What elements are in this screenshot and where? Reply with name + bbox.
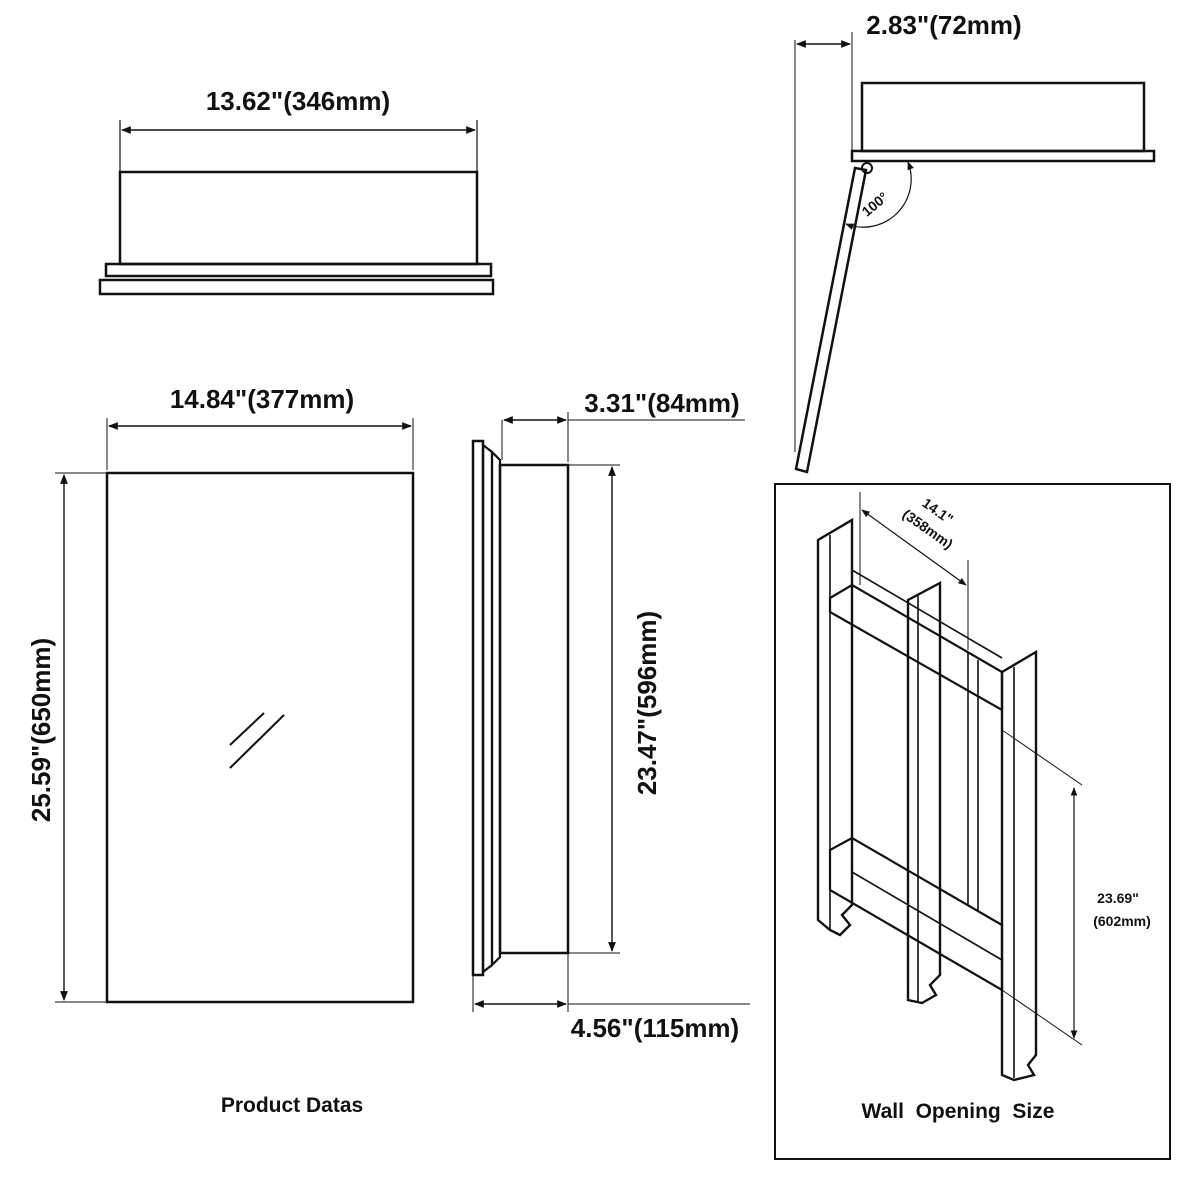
side-frame-step xyxy=(490,449,502,968)
side-body xyxy=(498,463,570,955)
hinge-body xyxy=(860,81,1146,153)
product-caption: Product Datas xyxy=(221,1094,363,1117)
side-door-panel xyxy=(471,439,485,977)
hinge-frame xyxy=(850,149,1156,163)
wall-stud-right xyxy=(1000,649,1038,1082)
side-view: 3.31"(84mm) 23.47"(596mm) 4.56"(115mm) xyxy=(471,388,750,1043)
hinge-angle-arc xyxy=(845,161,914,230)
hinge-view: 2.83"(72mm) 100° xyxy=(794,10,1156,474)
wall-opening-border xyxy=(774,483,1171,1160)
wall-width-dimension xyxy=(861,509,967,586)
mirror-glare-line xyxy=(229,712,265,746)
mirror-door xyxy=(105,471,415,1004)
top-view: 13.62"(346mm) xyxy=(98,86,495,296)
wall-header-upper xyxy=(828,583,1004,712)
hinge-pivot xyxy=(861,162,873,174)
wall-opening-panel: 14.1" (358mm) 23.69" (602mm) Wall Openin… xyxy=(774,483,1171,1160)
top-frame-outer xyxy=(98,278,495,296)
hinge-angle-label: 100° xyxy=(859,189,891,220)
side-frame-profile xyxy=(481,442,494,975)
wall-header-lower xyxy=(828,836,1004,992)
side-frame-depth-label: 3.31"(84mm) xyxy=(584,388,739,418)
top-frame-inner xyxy=(104,262,493,278)
wall-caption: Wall Opening Size xyxy=(862,1100,1055,1123)
wall-height-label-mm: (602mm) xyxy=(1093,913,1151,929)
hinge-door-open xyxy=(794,166,868,474)
top-width-label: 13.62"(346mm) xyxy=(206,86,390,116)
mirror-glare-line xyxy=(229,714,285,769)
front-height-label: 25.59"(650mm) xyxy=(26,638,56,822)
hinge-depth-label: 2.83"(72mm) xyxy=(866,10,1021,40)
wall-stud-left xyxy=(816,517,854,937)
front-width-label: 14.84"(377mm) xyxy=(170,384,354,414)
wall-stud-center xyxy=(906,581,942,1005)
side-total-depth-label: 4.56"(115mm) xyxy=(571,1013,739,1043)
front-view: 14.84"(377mm) 25.59"(650mm) xyxy=(26,384,415,1004)
top-body xyxy=(118,170,479,266)
side-body-height-label: 23.47"(596mm) xyxy=(632,611,662,795)
wall-height-label-in: 23.69" xyxy=(1097,890,1139,906)
